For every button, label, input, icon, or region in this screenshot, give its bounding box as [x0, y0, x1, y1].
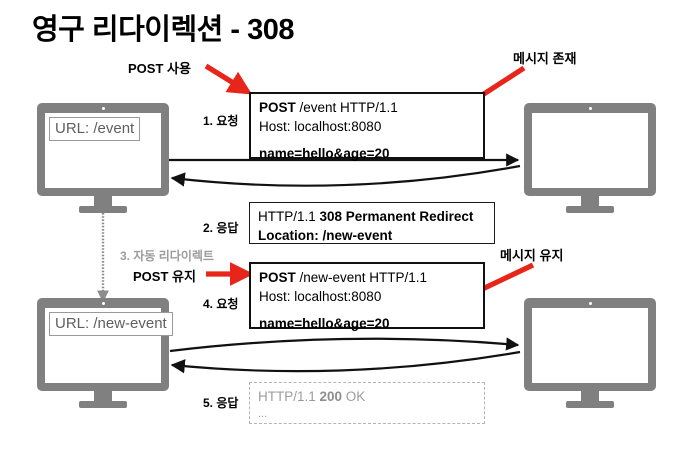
- monitor-screen: [532, 113, 648, 188]
- arrow-request-2: [169, 337, 520, 353]
- request-line-2: POST /new-event HTTP/1.1: [259, 269, 475, 288]
- monitor-neck: [581, 391, 599, 403]
- step-label-5: 5. 응답: [203, 396, 239, 410]
- url-bar-new-event[interactable]: URL: /new-event: [49, 312, 173, 336]
- request-host-1: Host: localhost:8080: [259, 118, 382, 134]
- message-box-request-1: POST /event HTTP/1.1 Host: localhost:808…: [249, 92, 485, 161]
- message-box-response-1: HTTP/1.1 308 Permanent Redirect Location…: [249, 202, 495, 244]
- monitor-screen: URL: /event: [45, 113, 161, 188]
- request-method: POST: [259, 270, 296, 285]
- monitor-camera-dot: [588, 107, 592, 110]
- monitor-base: [79, 401, 127, 408]
- page-title: 영구 리다이렉션 - 308: [32, 14, 294, 46]
- response-status-line-2: HTTP/1.1 200 OK: [258, 388, 476, 407]
- monitor-screen: [532, 308, 648, 383]
- server-monitor-bottom: [524, 298, 656, 408]
- response-version: HTTP/1.1: [258, 209, 320, 224]
- client-monitor-top: URL: /event: [37, 103, 169, 213]
- response-status-line-1: HTTP/1.1 308 Permanent Redirect: [258, 208, 486, 227]
- request-target: /new-event HTTP/1.1: [295, 270, 428, 285]
- message-box-request-2: POST /new-event HTTP/1.1 Host: localhost…: [249, 262, 485, 331]
- arrow-response-2: [170, 350, 521, 374]
- server-monitor-top: [524, 103, 656, 213]
- monitor-neck: [94, 196, 112, 208]
- request-method: POST: [259, 100, 296, 115]
- callout-message-exists: 메시지 존재: [513, 51, 577, 66]
- response-version: HTTP/1.1: [258, 389, 320, 404]
- step-label-4: 4. 요청: [203, 297, 239, 311]
- callout-post-use: POST 사용: [128, 61, 191, 76]
- red-arrow-post-use: [204, 63, 253, 95]
- monitor-neck: [581, 196, 599, 208]
- message-box-response-2: HTTP/1.1 200 OK ...: [249, 382, 485, 424]
- response-ellipsis: ...: [258, 407, 268, 420]
- response-status-text: OK: [342, 389, 366, 404]
- monitor-neck: [94, 391, 112, 403]
- response-status-code: 200: [319, 389, 343, 404]
- response-location-header: Location: /new-event: [258, 227, 393, 243]
- monitor-base: [566, 206, 614, 213]
- step-label-2: 2. 응답: [203, 221, 239, 235]
- callout-message-kept: 메시지 유지: [500, 248, 564, 263]
- request-line-1: POST /event HTTP/1.1: [259, 99, 475, 118]
- monitor-camera-dot: [588, 302, 592, 305]
- request-body-1: name=hello&age=20: [259, 146, 390, 162]
- request-target: /event HTTP/1.1: [295, 100, 398, 115]
- monitor-base: [79, 206, 127, 213]
- monitor-camera-dot: [101, 302, 105, 305]
- monitor-camera-dot: [101, 107, 105, 110]
- request-blank-line: [259, 306, 475, 315]
- arrow-response-1: [170, 164, 521, 187]
- client-monitor-bottom: URL: /new-event: [37, 298, 173, 408]
- request-blank-line: [259, 136, 475, 145]
- monitor-base: [566, 401, 614, 408]
- callout-post-keep: POST 유지: [133, 269, 196, 284]
- monitor-screen: URL: /new-event: [45, 308, 173, 383]
- response-status-code: 308 Permanent Redirect: [319, 209, 474, 224]
- step-label-1: 1. 요청: [203, 114, 239, 128]
- request-body-2: name=hello&age=20: [259, 316, 390, 332]
- step-label-3: 3. 자동 리다이렉트: [120, 249, 214, 263]
- url-bar-event[interactable]: URL: /event: [49, 117, 141, 141]
- request-host-2: Host: localhost:8080: [259, 288, 382, 304]
